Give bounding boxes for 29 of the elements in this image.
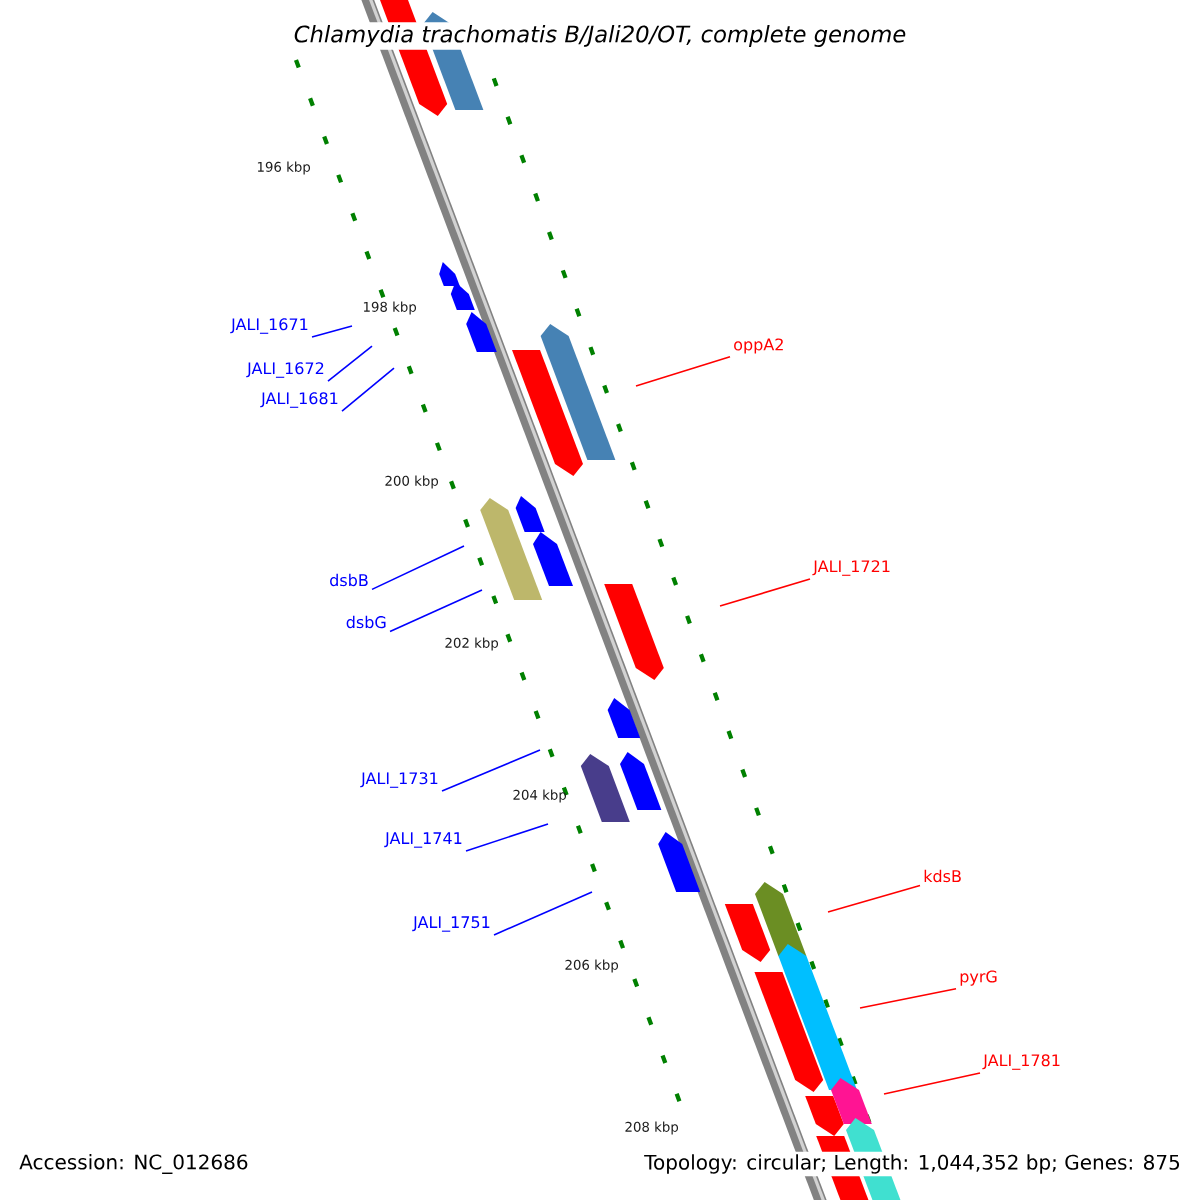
leader-line xyxy=(493,891,593,936)
gene-label: JALI_1731 xyxy=(360,772,438,788)
gene-label: pyrG xyxy=(960,970,997,986)
gene-label: JALI_1671 xyxy=(230,318,308,334)
leader-line xyxy=(719,578,811,607)
leader-line xyxy=(635,356,731,387)
leader-line xyxy=(389,589,483,633)
gene-label: oppA2 xyxy=(734,338,783,354)
leader-line xyxy=(311,325,353,338)
leader-line xyxy=(371,545,465,591)
leader-line xyxy=(883,1072,981,1095)
gene-label: JALI_1672 xyxy=(246,362,324,378)
leader-line xyxy=(859,988,957,1009)
gene-label: JALI_1781 xyxy=(982,1054,1060,1070)
genome-info-text: Topology: circular; Length: 1,044,352 bp; Genes: 875 xyxy=(641,1151,1184,1177)
title: Chlamydia trachomatis B/Jali20/OT, complete genome xyxy=(291,22,909,50)
gene-label: JALI_1751 xyxy=(412,916,490,932)
leader-line xyxy=(465,823,549,852)
gene-label: JALI_1741 xyxy=(384,832,462,848)
leader-line xyxy=(341,367,395,412)
gene-label: kdsB xyxy=(924,869,961,883)
gene-label: dsbG xyxy=(346,615,386,629)
leader-line xyxy=(441,749,541,792)
accession-text: Accession: NC_012686 xyxy=(16,1151,252,1177)
leader-line xyxy=(827,884,921,913)
gene-label: JALI_1721 xyxy=(812,560,890,576)
gene-label: JALI_1681 xyxy=(260,392,338,408)
gene-label: dsbB xyxy=(330,573,368,587)
leader-line xyxy=(327,345,373,382)
